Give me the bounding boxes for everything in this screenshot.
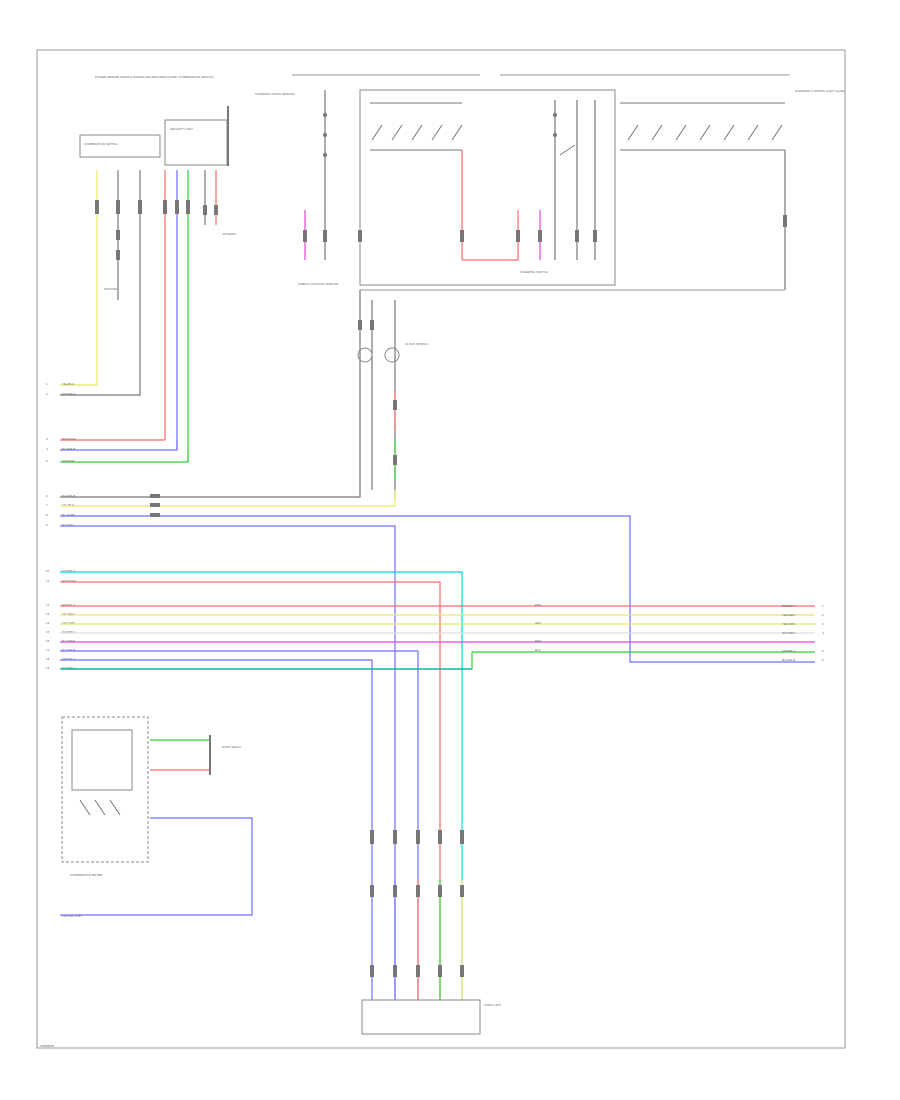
rw-pin-4: 4: [822, 631, 824, 635]
diagram-frame: [36, 49, 846, 1049]
lw-code-10: CYN/BLU: [62, 569, 75, 573]
lw-code-2: WHT/BLK: [62, 392, 75, 396]
lw-code-5: GRN/YEL: [62, 459, 76, 463]
lw-pin-15: 15: [46, 630, 50, 634]
lw-code-16: BLU/RED: [62, 639, 76, 643]
ground-label-1: GROUND: [104, 287, 118, 291]
lw-pin-11: 11: [46, 579, 49, 583]
lw-code-11: RED/GRN: [62, 579, 76, 583]
top-left-header-group: POWER MIRROR SWITCH (INSIDE DRIVER'S SID…: [95, 75, 214, 79]
bus-group-2: [60, 490, 815, 1000]
lw-pin-3: 3: [46, 437, 48, 441]
lw-pin-8: 8: [46, 513, 48, 517]
rw-pin-1: 1: [822, 604, 824, 608]
top-left-vertical-wires: [96, 170, 217, 462]
combination-meter-label: COMBINATION METER: [70, 873, 103, 877]
steering-switch-label: STEERING SWITCH: [520, 270, 548, 274]
rw-pin-6: 6: [822, 658, 824, 662]
right-wire-labels: RED/BLU YEL/RED YEL/GRN WHT/BLK GRN/BLU …: [782, 604, 824, 662]
combination-meter: COMBINATION METER HORN RELAY CENTER UNIT: [60, 716, 253, 918]
security-unit-label: SECURITY UNIT: [170, 127, 193, 131]
horn-label: HORN RELAY: [222, 745, 241, 749]
top-left-header: POWER MIRROR SWITCH (INSIDE DRIVER'S SID…: [95, 75, 214, 79]
rw-pin-5: 5: [822, 649, 824, 653]
lw-pin-13: 13: [46, 612, 50, 616]
lw-pin-19: 19: [46, 666, 50, 670]
lw-pin-1: 1: [46, 382, 48, 386]
lw-code-18: GRN/BLU: [62, 657, 75, 661]
lw-code-15: WHT/BLK: [62, 630, 75, 634]
mid-label-2: GRY: [535, 621, 541, 625]
rw-pin-2: 2: [822, 613, 824, 617]
lw-pin-10: 10: [46, 569, 50, 573]
lw-pin-18: 18: [46, 657, 50, 661]
center-unit-label: CENTER UNIT: [62, 914, 82, 918]
right-header: STEERING CONTROL (LEFT HAND): [795, 89, 845, 93]
lw-code-17: BLU/WHT: [62, 648, 76, 652]
rw-code-3: YEL/GRN: [782, 622, 795, 626]
lw-code-6: BLK/WHT: [62, 494, 76, 498]
lw-pin-9: 9: [46, 523, 48, 527]
audio-unit-label: AUDIO UNIT: [484, 1003, 502, 1007]
mid-label-4: BLU: [535, 648, 541, 652]
steering-sensor-label: STEERING ANGLE SENSOR: [255, 92, 296, 96]
lw-pin-6: 6: [46, 494, 48, 498]
rw-code-5: GRN/BLU: [782, 649, 795, 653]
top-left-bends: [60, 384, 189, 463]
rw-code-1: RED/BLU: [782, 604, 795, 608]
lw-code-14: YEL/GRN: [62, 621, 75, 625]
rw-pin-3: 3: [822, 622, 824, 626]
lw-pin-12: 12: [46, 603, 50, 607]
lw-code-9: BLU/YEL: [62, 523, 75, 527]
mid-label-3: RED: [535, 639, 542, 643]
bus-group-3: [60, 571, 815, 1000]
lw-code-4: BLU/WHT: [62, 447, 76, 451]
combination-switch-label: COMBINATION SWITCH: [84, 142, 118, 146]
lw-pin-2: 2: [46, 392, 48, 396]
lw-code-19: WHT/BLU: [62, 666, 76, 670]
lw-pin-4: 4: [46, 447, 48, 451]
lw-code-8: BLU/GRN: [62, 513, 75, 517]
lw-code-1: YEL/BLU: [62, 382, 74, 386]
left-wire-labels: YEL/BLU WHT/BLK RED/GRN BLU/WHT GRN/YEL …: [62, 382, 76, 670]
rw-code-4: WHT/BLK: [782, 631, 795, 635]
lw-pin-17: 17: [46, 648, 50, 652]
lw-code-13: YEL/RED: [62, 612, 76, 616]
lw-code-3: RED/GRN: [62, 437, 76, 441]
rw-code-6: BLU/WHT: [782, 658, 796, 662]
clock-spring: CLOCK SPRING: [357, 290, 428, 500]
mid-label-1: PNK: [535, 603, 541, 607]
combination-switch: COMBINATION SWITCH: [79, 134, 161, 158]
security-unit: SECURITY UNIT: [164, 106, 229, 166]
steering-sensor: STEERING ANGLE SENSOR AIRBAG CONTROL MOD…: [255, 74, 480, 286]
antenna-label: ANTENNA: [222, 232, 236, 236]
audio-unit: AUDIO UNIT: [361, 999, 502, 1035]
steering-switch-box: STEERING SWITCH: [358, 89, 616, 286]
lw-pin-7: 7: [46, 503, 48, 507]
lw-pin-16: 16: [46, 639, 50, 643]
mid-bus-labels: PNK GRY RED BLU: [535, 603, 542, 652]
rw-code-2: YEL/RED: [782, 613, 796, 617]
top-left-connectors: [95, 200, 218, 260]
lw-pin-14: 14: [46, 621, 50, 625]
page-code: W9B0B3B: [40, 1044, 54, 1048]
lw-code-12: RED/BLU: [62, 603, 75, 607]
bottom-connectors: [370, 830, 464, 1000]
clock-spring-label: CLOCK SPRING: [405, 342, 428, 346]
airbag-module-label: AIRBAG CONTROL MODULE: [298, 282, 338, 286]
lw-pin-5: 5: [46, 459, 48, 463]
left-wire-pins: 1 2 3 4 5 6 7 8 9 10 11 12 13 14 15 16 1…: [46, 382, 50, 670]
right-switch-group: STEERING CONTROL (LEFT HAND): [360, 74, 845, 291]
lw-code-7: YEL/BLK: [62, 503, 74, 507]
